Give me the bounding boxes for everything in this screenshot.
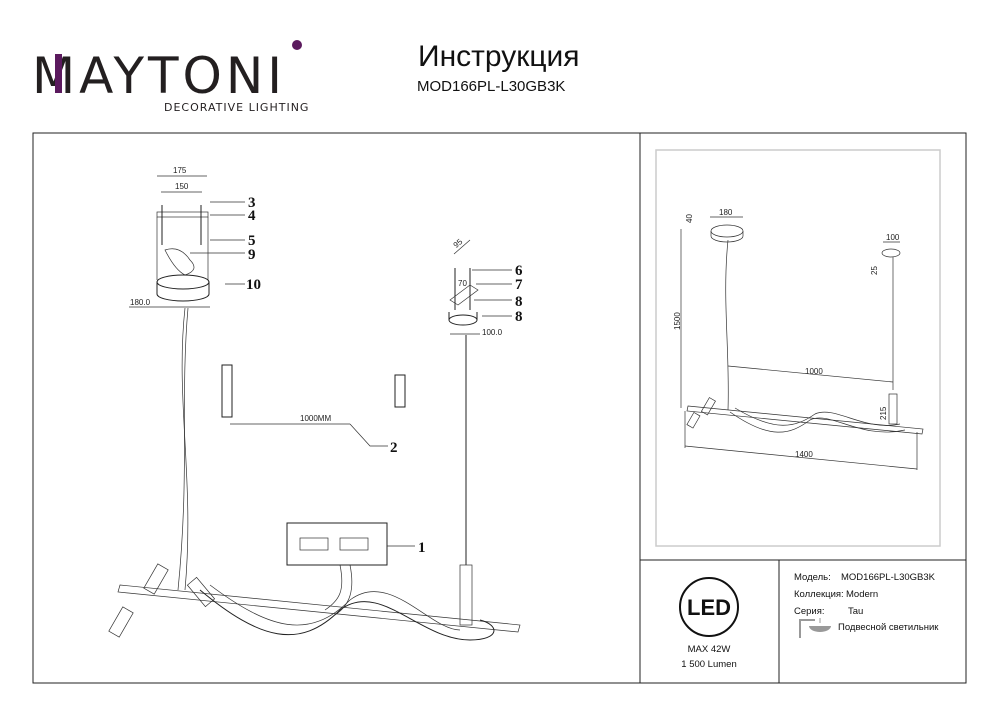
drawing-line [299, 537, 329, 551]
drawing-label: 1000 [805, 367, 823, 376]
drawing-label: DECORATIVE LIGHTING [164, 101, 309, 114]
drawing-line [684, 445, 918, 470]
drawing-line [679, 577, 739, 637]
drawing-label: 6 [515, 263, 523, 279]
drawing-label: Tau [848, 606, 863, 617]
drawing-line [334, 564, 353, 616]
drawing-label: 9 [248, 247, 256, 263]
led-power: MAX 42W [688, 644, 731, 655]
drawing-label: 7 [515, 277, 523, 293]
drawing-label: 8 [515, 294, 523, 310]
drawing-line [324, 564, 343, 611]
drawing-label: 215 [879, 406, 888, 420]
drawing-line [448, 312, 478, 320]
mounting-template: 1000MM 2 [221, 364, 406, 456]
drawing-label: 25 [870, 266, 879, 275]
drawing-line [292, 40, 302, 50]
drawing-label: 10 [246, 277, 261, 293]
drawing-label: 2 [390, 440, 398, 456]
drawing-label: 3 [248, 195, 256, 211]
drawing-line [881, 248, 901, 258]
drawing-line [727, 365, 894, 383]
led-badge: LED [679, 577, 739, 637]
overview-diagram: 180 40 1500 100 25 1000 215 1400 [673, 208, 924, 470]
header-model: MOD166PL-L30GB3K [417, 78, 565, 95]
drawing-line [734, 407, 901, 426]
drawing-label: 95 [452, 237, 465, 250]
drawing-line [449, 284, 479, 306]
drawing-line [686, 411, 701, 429]
drawing-line [156, 211, 209, 218]
drawing-label: Modern [846, 589, 878, 600]
drawing-label: Серия: [794, 606, 825, 617]
drawing-label: 1400 [795, 450, 813, 459]
drawing-line [286, 522, 388, 566]
drawing-label: 8 [515, 309, 523, 325]
document-title: Инструкция [418, 40, 580, 73]
drawing-line [700, 397, 716, 416]
drawing-line [177, 307, 189, 591]
drawing-line [799, 619, 815, 638]
lamp-body-diagram: 1 [108, 307, 521, 641]
maytoni-logo: MAYTONI DECORATIVE LIGHTING [32, 40, 309, 114]
drawing-line [199, 589, 495, 641]
drawing-label: LED [687, 595, 731, 620]
drawing-label: 70 [458, 279, 467, 288]
drawing-label: Модель: [794, 572, 831, 583]
drawing-label: 100.0 [482, 328, 503, 337]
drawing-label: 1500 [673, 312, 682, 330]
drawing-line [729, 411, 906, 433]
drawing-line [55, 54, 62, 93]
drawing-label: 40 [685, 214, 694, 223]
drawing-label: 1 [418, 540, 426, 556]
drawing-line [453, 239, 471, 255]
drawing-label: 4 [248, 208, 256, 224]
drawing-line [710, 231, 744, 243]
drawing-line [459, 564, 473, 626]
drawing-line [809, 626, 831, 632]
drawing-label: MOD166PL-L30GB3K [841, 572, 936, 583]
drawing-line [394, 374, 406, 408]
drawing-line [117, 584, 521, 633]
drawing-label: 180 [719, 208, 733, 217]
drawing-label: Коллекция: [794, 589, 844, 600]
drawing-label: 100 [886, 233, 900, 242]
drawing-line [186, 576, 216, 608]
drawing-line [448, 314, 478, 326]
drawing-label: 5 [248, 233, 256, 249]
drawing-label: MAYTONI [32, 47, 286, 105]
drawing-line [349, 423, 388, 447]
drawing-line [710, 224, 744, 238]
drawing-line [143, 563, 169, 595]
drawing-label: 175 [173, 166, 187, 175]
outer-frame [32, 132, 967, 684]
drawing-label: 1000MM [300, 414, 331, 423]
drawing-line [339, 537, 369, 551]
drawing-line [156, 274, 210, 290]
canopy-small-diagram: 95 70 100.0 6 7 8 8 [448, 237, 523, 337]
drawing-line [221, 364, 233, 418]
drawing-line [209, 584, 461, 631]
led-lumen: 1 500 Lumen [681, 659, 736, 670]
overview-box [655, 149, 941, 547]
drawing-label: 180.0 [130, 298, 151, 307]
drawing-line [725, 239, 729, 411]
pendant-lamp-icon [799, 618, 831, 638]
drawing-label: 150 [175, 182, 189, 191]
drawing-line [156, 282, 210, 302]
drawing-line [181, 307, 189, 591]
drawing-line [108, 606, 134, 638]
drawing-label: Подвесной светильник [838, 622, 939, 633]
specs-table: Модель: MOD166PL-L30GB3K Коллекция: Mode… [794, 572, 939, 638]
drawing-line [164, 248, 195, 276]
canopy-large-diagram: 175 150 180.0 3 4 5 9 10 [129, 166, 261, 308]
drawing-line [888, 393, 898, 425]
drawing-line [686, 405, 924, 435]
